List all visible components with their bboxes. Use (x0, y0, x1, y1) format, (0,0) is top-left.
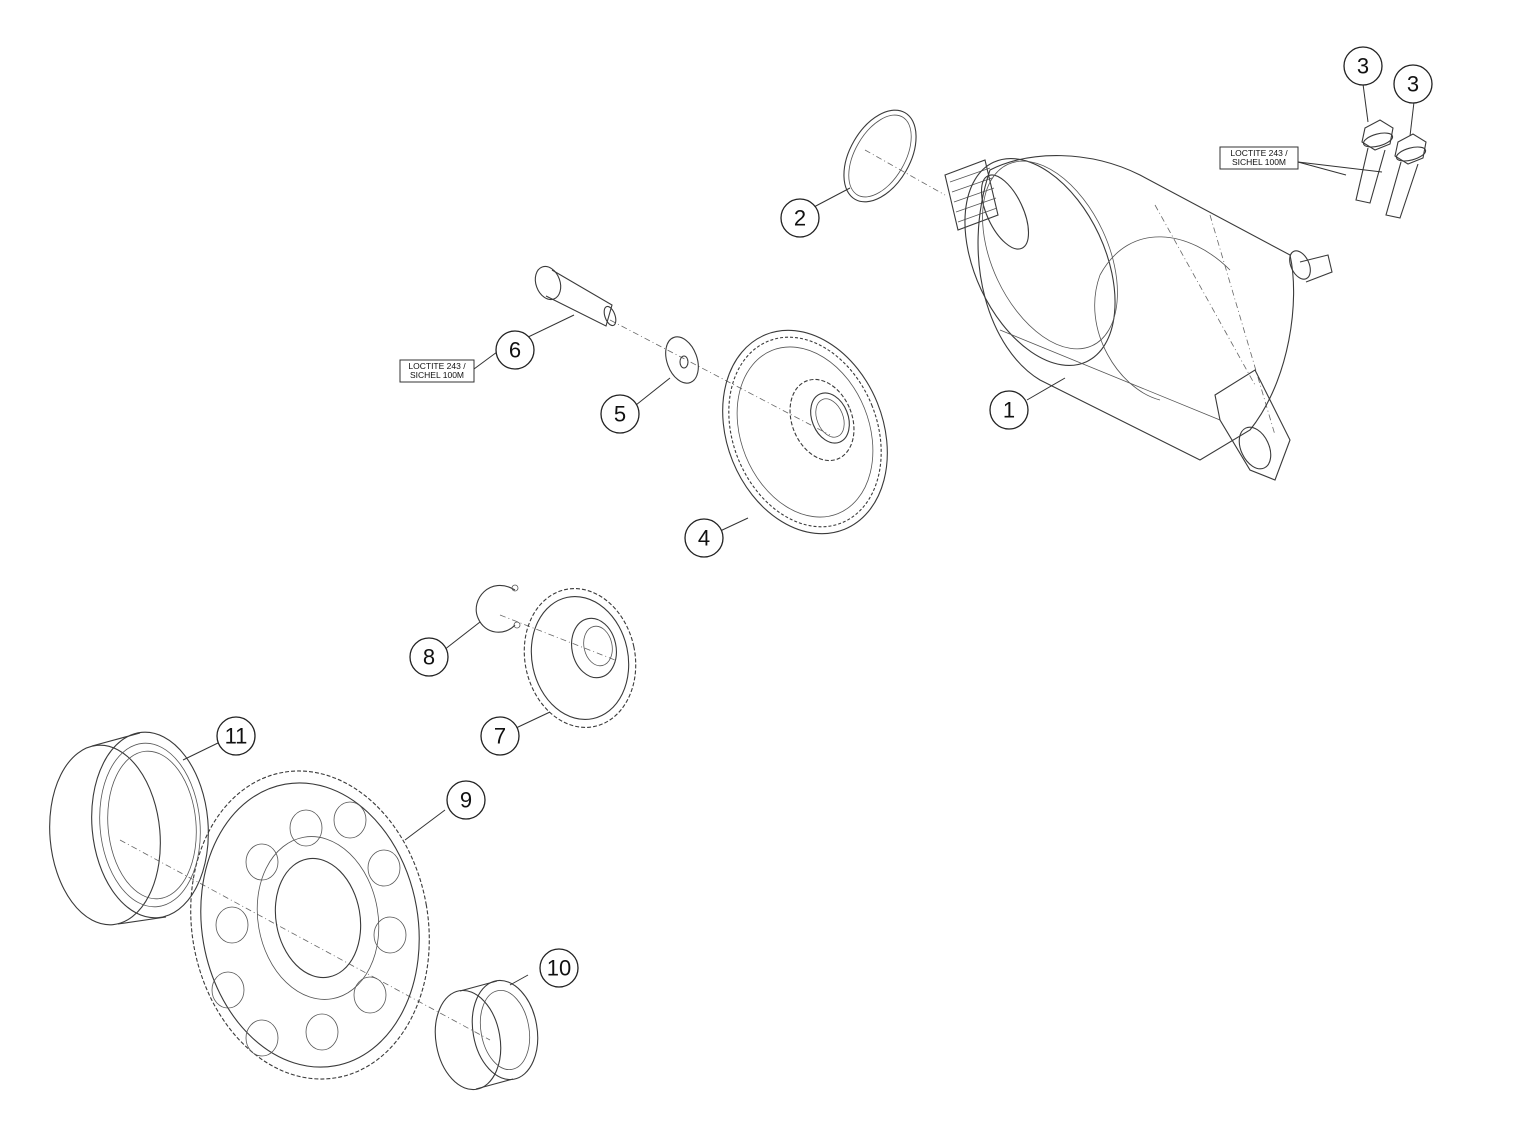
callout-2-label: 2 (794, 206, 806, 231)
callout-5: 5 (600, 394, 640, 434)
loctite-note-pin-line1: LOCTITE 243 / (408, 361, 466, 371)
loctite-note-bolts: LOCTITE 243 / SICHEL 100M (1219, 146, 1299, 170)
callout-10-label: 10 (547, 956, 571, 981)
bearing-race (49, 731, 209, 926)
callout-5-label: 5 (614, 402, 626, 427)
callout-8-label: 8 (423, 645, 435, 670)
callout-2: 2 (780, 198, 820, 238)
loctite-note-pin: LOCTITE 243 / SICHEL 100M (399, 359, 475, 383)
callout-3-right: 3 (1393, 64, 1433, 104)
callout-10: 10 (539, 948, 579, 988)
callout-4-label: 4 (698, 526, 710, 551)
loctite-note-bolts-line2: SICHEL 100M (1232, 157, 1286, 167)
callout-1-label: 1 (1003, 398, 1015, 423)
o-ring (843, 109, 917, 203)
flange-bolt-left (1355, 119, 1394, 204)
callout-7: 7 (480, 716, 520, 756)
callout-3-right-label: 3 (1407, 72, 1419, 97)
shaft-pin (534, 265, 617, 327)
loctite-note-bolts-line1: LOCTITE 243 / (1230, 148, 1288, 158)
loctite-note-pin-line2: SICHEL 100M (410, 370, 464, 380)
callout-11-label: 11 (225, 724, 248, 749)
callout-9: 9 (446, 780, 486, 820)
starter-motor (944, 155, 1333, 481)
needle-bearing (434, 979, 539, 1091)
callout-8: 8 (409, 637, 449, 677)
freewheel-gear (190, 770, 430, 1080)
callout-6: 6 (495, 330, 535, 370)
callout-3-left-label: 3 (1357, 54, 1369, 79)
flange-bolt-right (1385, 133, 1427, 219)
callout-4: 4 (684, 518, 724, 558)
callout-9-label: 9 (460, 788, 472, 813)
callout-1: 1 (989, 390, 1029, 430)
intermediate-gear (722, 329, 888, 535)
small-gear (523, 588, 637, 728)
circlip (475, 584, 521, 633)
washer (665, 336, 699, 384)
callout-7-label: 7 (494, 724, 506, 749)
center-axes (119, 149, 1276, 1041)
callout-3-left: 3 (1343, 46, 1383, 86)
leader-lines (182, 83, 1415, 986)
callout-11: 11 (216, 716, 256, 756)
callout-6-label: 6 (509, 338, 521, 363)
